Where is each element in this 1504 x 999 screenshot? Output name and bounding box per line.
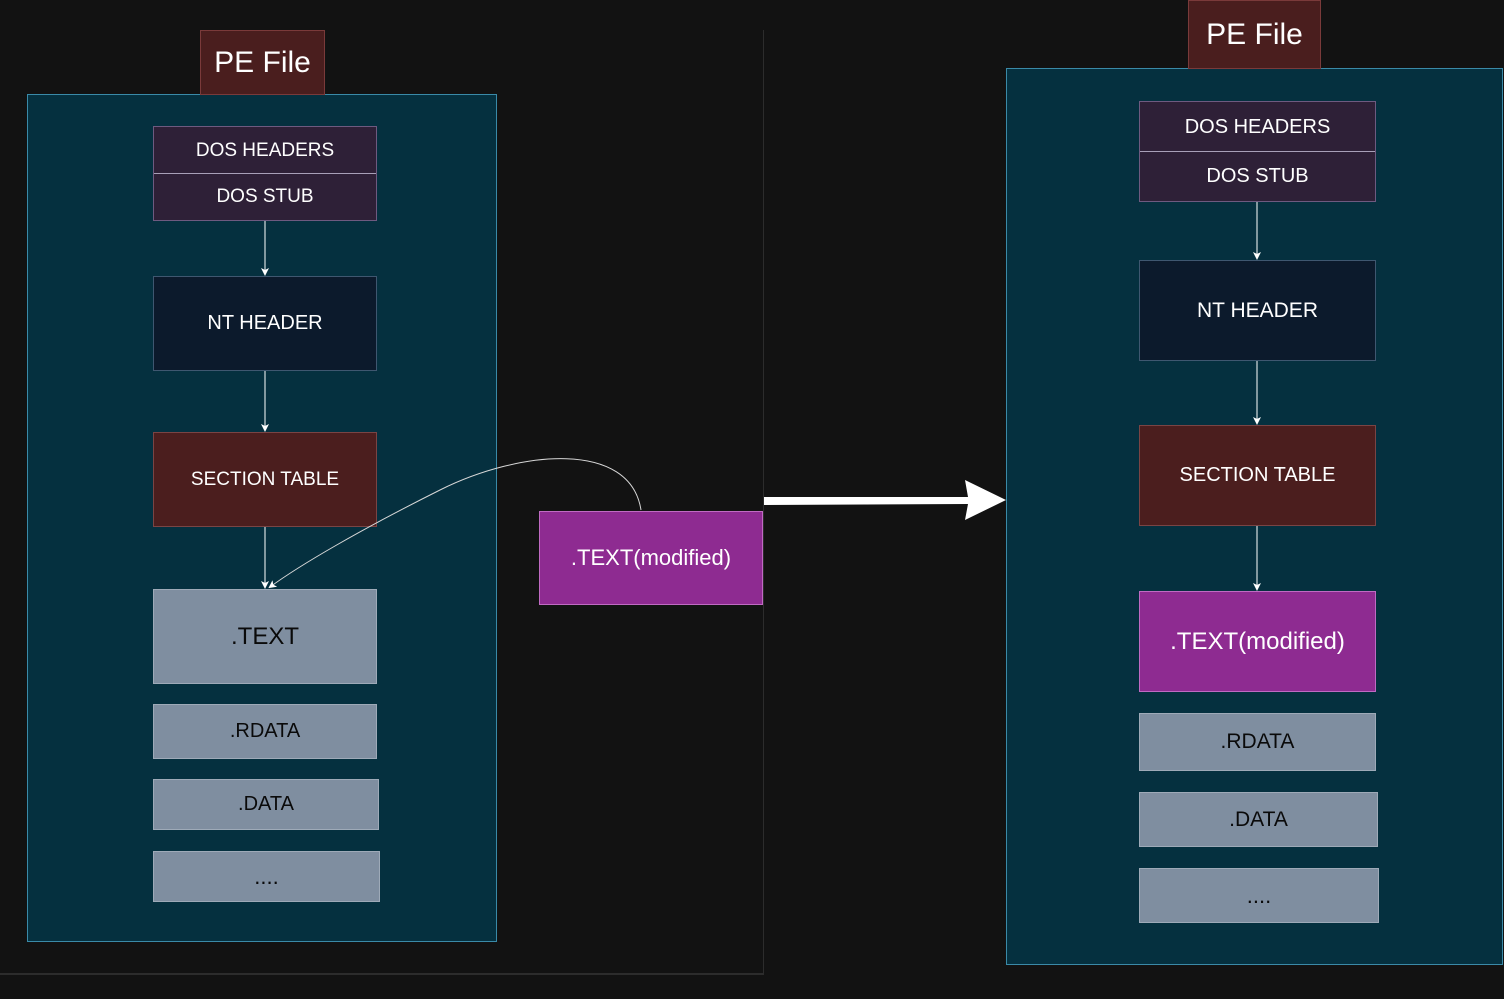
right-nt-header: NT HEADER xyxy=(1139,260,1376,361)
right-data-section: .DATA xyxy=(1139,792,1378,847)
right-dos-group: DOS HEADERS DOS STUB xyxy=(1139,101,1376,202)
left-text-section: .TEXT xyxy=(153,589,377,684)
left-rdata-section: .RDATA xyxy=(153,704,377,759)
left-nt-header: NT HEADER xyxy=(153,276,377,371)
right-section-table: SECTION TABLE xyxy=(1139,425,1376,526)
left-data-section: .DATA xyxy=(153,779,379,830)
left-section-table: SECTION TABLE xyxy=(153,432,377,527)
big-transition-arrow xyxy=(764,480,1006,520)
left-region-bottom-divider xyxy=(0,973,764,975)
left-dos-divider xyxy=(154,173,376,174)
right-rdata-section: .RDATA xyxy=(1139,713,1376,771)
right-dos-stub: DOS STUB xyxy=(1206,165,1309,187)
right-text-modified: .TEXT(modified) xyxy=(1139,591,1376,692)
left-dos-headers: DOS HEADERS xyxy=(195,139,335,161)
left-dos-stub: DOS STUB xyxy=(216,186,314,207)
right-pe-title: PE File xyxy=(1188,0,1321,69)
middle-text-modified: .TEXT(modified) xyxy=(539,511,763,605)
right-dos-headers: DOS HEADERS xyxy=(1184,115,1331,138)
left-pe-title: PE File xyxy=(200,30,325,95)
left-more-sections: .... xyxy=(153,851,380,902)
right-dos-divider xyxy=(1140,151,1375,152)
right-more-sections: .... xyxy=(1139,868,1379,923)
left-dos-group: DOS HEADERS DOS STUB xyxy=(153,126,377,221)
left-region-right-divider xyxy=(763,30,764,974)
